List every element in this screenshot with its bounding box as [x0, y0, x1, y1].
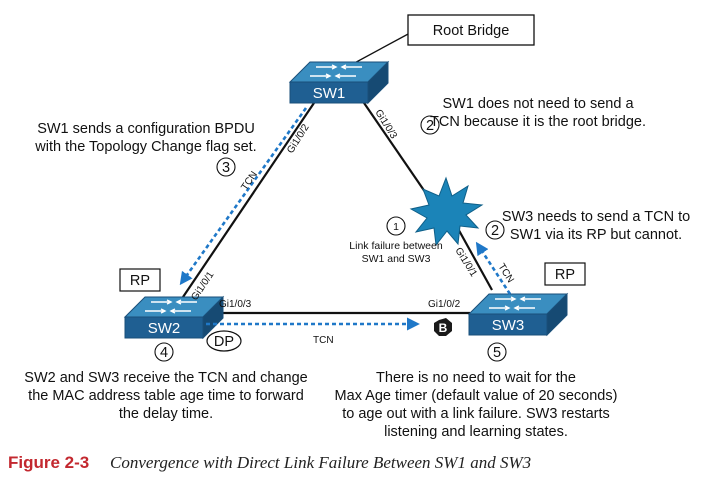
svg-text:4: 4 [160, 345, 168, 361]
sw1-label: SW1 [313, 85, 346, 102]
step-4: 4 SW2 and SW3 receive the TCN and change… [24, 342, 308, 422]
link-sw1-sw2 [182, 99, 317, 298]
tcn-label-sw2-sw3: TCN [313, 335, 334, 346]
tcn-arrow-sw3-up [475, 241, 512, 295]
step-4-line-2: the MAC address table age time to forwar… [28, 388, 304, 404]
step-1-line-2: SW1 and SW3 [362, 253, 431, 265]
dp-label: DP [214, 334, 234, 350]
caption-text: Convergence with Direct Link Failure Bet… [110, 453, 531, 472]
tcn-label-sw3-up: TCN [495, 262, 515, 285]
step-5-line-3: to age out with a link failure. SW3 rest… [342, 406, 610, 422]
step-2b: 2 SW3 needs to send a TCN to SW1 via its… [485, 209, 690, 243]
dp-badge [206, 330, 242, 352]
svg-text:5: 5 [493, 345, 501, 361]
step-2a-line-2: TCN because it is the root bridge. [430, 114, 646, 130]
step-5: 5 There is no need to wait for the Max A… [335, 342, 618, 440]
tcn-arrow-sw1-to-sw2 [179, 107, 308, 286]
step-2a: 2 SW1 does not need to send a TCN becaus… [420, 96, 646, 135]
link-failure-burst-icon [409, 176, 484, 247]
step-4-line-1: SW2 and SW3 receive the TCN and change [24, 370, 307, 386]
sw3-label: SW3 [492, 317, 525, 334]
step-5-line-4: listening and learning states. [384, 424, 568, 440]
step-3-line-2: with the Topology Change flag set. [34, 139, 256, 155]
figure-caption: Figure 2-3 Convergence with Direct Link … [8, 453, 531, 472]
link-sw1-sw3-upper [361, 99, 435, 206]
root-bridge-label: Root Bridge [433, 23, 510, 39]
step-2b-line-2: SW1 via its RP but cannot. [510, 227, 682, 243]
step-2b-line-1: SW3 needs to send a TCN to [502, 209, 690, 225]
rp-label-sw3: RP [555, 267, 575, 283]
caption-number: Figure 2-3 [8, 453, 89, 472]
rp-box-sw2 [119, 268, 161, 292]
step-4-line-3: the delay time. [119, 406, 213, 422]
svg-text:3: 3 [222, 160, 230, 176]
svg-text:1: 1 [393, 221, 399, 233]
blocked-label: B [439, 321, 448, 335]
switch-sw1[interactable]: SW1 [288, 60, 390, 105]
port-sw3-up: Gi1/0/1 [452, 246, 479, 280]
blocked-port-icon [434, 318, 452, 336]
step-5-line-1: There is no need to wait for the [376, 370, 576, 386]
switch-sw2[interactable]: SW2 [123, 295, 225, 340]
rp-label-sw2: RP [130, 273, 150, 289]
link-sw1-sw3-lower [455, 224, 493, 291]
svg-text:2: 2 [491, 223, 499, 239]
svg-text:2: 2 [426, 118, 434, 134]
step-1: 1 Link failure between SW1 and SW3 [349, 216, 443, 265]
root-bridge-box [407, 14, 535, 46]
switch-sw3[interactable]: SW3 [467, 292, 569, 337]
step-3: 3 SW1 sends a configuration BPDU with th… [34, 121, 257, 177]
step-5-line-2: Max Age timer (default value of 20 secon… [335, 388, 618, 404]
port-sw3-left: Gi1/0/2 [428, 299, 461, 310]
step-1-line-1: Link failure between [349, 240, 443, 252]
step-3-line-1: SW1 sends a configuration BPDU [37, 121, 255, 137]
sw2-label: SW2 [148, 320, 181, 337]
rp-box-sw3 [544, 262, 586, 286]
step-2a-line-1: SW1 does not need to send a [442, 96, 634, 112]
port-sw2-right: Gi1/0/3 [219, 299, 252, 310]
